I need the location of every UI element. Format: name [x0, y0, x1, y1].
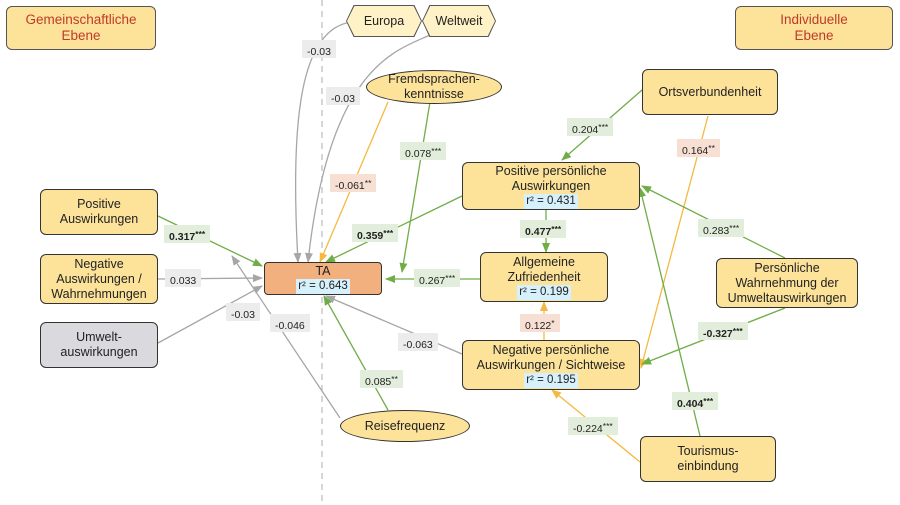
- edge-reisefrequenz-ta-green: [323, 295, 389, 411]
- node-wahrnehmung-umwelt: Persönliche Wahrnehmung der Umweltauswir…: [716, 258, 858, 308]
- node-zufriedenheit-r2: r² = 0.199: [517, 284, 571, 300]
- coef-europa-ta: -0.03: [302, 40, 336, 58]
- edge-weltweit-ta: [305, 33, 433, 263]
- node-negative-persoenliche-r2: r² = 0.195: [524, 372, 578, 388]
- edge-fremdsprachen-zufriedenheit: [399, 101, 431, 273]
- coef-weltweit-ta: -0.03: [326, 87, 360, 105]
- edge-umwelt-ta: [157, 285, 263, 344]
- node-negative-persoenliche-label: Negative persönliche Auswirkungen / Sich…: [476, 342, 626, 372]
- coef-ortsverbundenheit-positive: 0.204***: [567, 118, 614, 136]
- node-zufriedenheit-label: Allgemeine Zufriedenheit: [507, 254, 581, 284]
- node-zufriedenheit: Allgemeine Zufriedenheit r² = 0.199: [480, 252, 608, 302]
- node-positive-auswirkungen: Positive Auswirkungen: [40, 189, 158, 235]
- node-positive-persoenliche: Positive persönliche Auswirkungen r² = 0…: [462, 162, 640, 210]
- edge-negative-persoenliche-ta: [325, 295, 463, 355]
- coef-wahrnehmung-negative: -0.327***: [698, 322, 748, 340]
- coef-reisefrequenz-ta-grey: -0.046: [270, 314, 310, 332]
- node-reisefrequenz: Reisefrequenz: [340, 410, 470, 442]
- node-negative-auswirkungen: Negative Auswirkungen / Wahrnehmungen: [40, 254, 158, 304]
- coef-positive-persoenliche-ta: 0.359***: [352, 224, 399, 242]
- coef-reisefrequenz-ta-green: 0.085**: [360, 370, 403, 388]
- level-collective: Gemeinschaftliche Ebene: [6, 6, 156, 50]
- node-tourismuseinbindung: Tourismus- einbindung: [640, 436, 776, 482]
- node-weltweit: Weltweit: [423, 6, 495, 36]
- node-ortsverbundenheit: Ortsverbundenheit: [642, 69, 778, 115]
- coef-umwelt-ta: -0.03: [226, 303, 260, 321]
- coef-fremdsprachen-ta: -0.061**: [330, 174, 377, 192]
- coef-negative-persoenliche-ta: -0.063: [398, 333, 438, 351]
- node-europa: Europa: [347, 6, 421, 36]
- coef-wahrnehmung-positive: 0.283***: [698, 219, 745, 237]
- edge-europa-ta: [293, 21, 353, 263]
- node-positive-persoenliche-label: Positive persönliche Auswirkungen: [495, 163, 607, 193]
- level-individual: Individuelle Ebene: [735, 6, 893, 50]
- node-positive-persoenliche-r2: r² = 0.431: [524, 193, 578, 209]
- coef-tourismus-negative: -0.224***: [568, 417, 618, 435]
- node-ta-label: TA: [315, 263, 331, 278]
- node-negative-persoenliche: Negative persönliche Auswirkungen / Sich…: [462, 340, 640, 390]
- coef-positive-zufriedenheit: 0.477***: [520, 220, 567, 238]
- coef-ortsverbundenheit-negative: 0.164**: [677, 139, 720, 157]
- node-fremdsprachen: Fremdsprachen- kenntnisse: [366, 70, 502, 104]
- node-umweltauswirkungen: Umwelt- auswirkungen: [40, 322, 158, 368]
- coef-zufriedenheit-ta: 0.267***: [414, 269, 461, 287]
- edge-reisefrequenz-ta-grey: [231, 255, 341, 419]
- coef-tourismus-positive: 0.404***: [672, 392, 719, 410]
- coef-positive-auswirkungen-ta: 0.317***: [164, 225, 211, 243]
- coef-negative-zufriedenheit: 0.122*: [520, 314, 560, 332]
- edge-ortsverbundenheit-negative: [639, 115, 709, 369]
- node-ta-r2: r² = 0.643: [296, 278, 350, 294]
- coef-fremdsprachen-zufriedenheit: 0.078***: [400, 142, 447, 160]
- coef-negative-auswirkungen-ta: 0.033: [165, 269, 202, 287]
- node-ta: TA r² = 0.643: [264, 262, 382, 295]
